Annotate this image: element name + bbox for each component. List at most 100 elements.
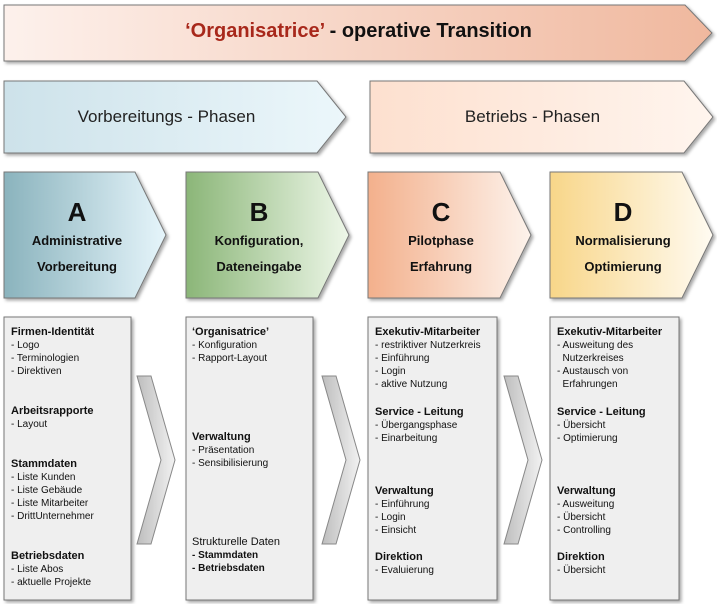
card-item: - DrittUnternehmer [11,511,94,522]
stage-letter: B [249,197,269,227]
card-b-section-3: Strukturelle Daten - Stammdaten - Betrie… [192,536,280,575]
title-highlight: ‘Organisatrice’ [185,20,325,42]
chevron-connector-1 [136,375,176,545]
card-a-section-2: Arbeitsrapporte - Layout [11,405,94,431]
stage-letter: A [67,197,87,227]
card-section-heading: Betriebsdaten [11,550,85,562]
card-section-heading: Service - Leitung [375,406,464,418]
card-item: - Konfiguration [192,340,258,351]
card-a-section-3: Stammdaten - Liste Kunden - Liste Gebäud… [11,458,94,523]
card-b-box [185,316,314,601]
card-item: - Austausch von [557,366,629,377]
card-d: Exekutiv-Mitarbeiter - Ausweitung des Nu… [557,326,662,391]
card-item: - Präsentation [192,445,255,456]
phase-label-preparation: Vorbereitungs - Phasen [77,107,256,126]
card-section-heading: Exekutiv-Mitarbeiter [375,326,481,338]
card-c-section-4: Direktion - Evaluierung [375,551,434,577]
card-item: - Layout [11,419,48,430]
stage-line-1: Pilotphase [408,233,474,248]
card-item: - aktive Nutzung [375,379,448,390]
card-item: - Betriebsdaten [192,563,265,574]
card-item: - Logo [11,340,40,351]
stage-line-2: Dateneingabe [216,259,302,274]
chevron-connector-3 [503,375,543,545]
card-item: - Liste Mitarbeiter [11,498,89,509]
banner-arrow [3,4,713,62]
card-item: - Einführung [375,499,430,510]
card-item: - Liste Gebäude [11,485,83,496]
card-c-box [367,316,498,601]
card-b: ‘Organisatrice’ - Konfiguration - Rappor… [192,326,269,365]
phase-arrow-preparation [3,80,347,154]
stage-line-1: Konfiguration, [214,233,304,248]
card-item: - Übersicht [557,420,606,431]
stage-letter: D [613,197,633,227]
card-item: - Stammdaten [192,550,259,561]
card-item: - Optimierung [557,433,618,444]
card-item: - Evaluierung [375,565,434,576]
stage-arrow-d [549,171,714,299]
card-item: Erfahrungen [557,379,618,390]
card-a-section-4: Betriebsdaten - Liste Abos - aktuelle Pr… [11,550,91,589]
card-item: Nutzerkreises [557,353,624,364]
card-c-section-3: Verwaltung - Einführung - Login - Einsic… [375,485,434,537]
card-item: - Controlling [557,525,611,536]
card-c: Exekutiv-Mitarbeiter - restriktiver Nutz… [375,326,481,391]
stage-line-2: Vorbereitung [37,259,117,274]
card-item: - Sensibilisierung [192,458,269,469]
card-d-section-3: Verwaltung - Ausweitung - Übersicht - Co… [557,485,616,537]
card-item: - Einführung [375,353,430,364]
card-d-box [549,316,680,601]
card-item: - Login [375,512,406,523]
card-section-heading: Arbeitsrapporte [11,405,94,417]
card-section-heading: Exekutiv-Mitarbeiter [557,326,663,338]
card-item: - Ausweitung des [557,340,634,351]
chevron-connector-2 [321,375,361,545]
card-b-section-2: Verwaltung - Präsentation - Sensibilisie… [192,431,268,470]
card-section-heading: Verwaltung [557,485,616,497]
card-item: - Übersicht [557,512,606,523]
card-d-section-4: Direktion - Übersicht [557,551,605,577]
card-a-box [3,316,132,601]
stage-c: C Pilotphase Erfahrung [368,197,514,280]
card-section-heading: ‘Organisatrice’ [192,326,270,338]
card-c-section-2: Service - Leitung - Übergangsphase - Ein… [375,406,464,445]
card-d-section-2: Service - Leitung - Übersicht - Optimier… [557,406,646,445]
title-rest: - operative Transition [324,20,532,42]
card-section-heading: Verwaltung [192,431,251,443]
card-item: - aktuelle Projekte [11,577,92,588]
phase-arrow-operation [369,80,714,154]
stage-arrow-c [367,171,532,299]
stage-arrow-a [3,171,167,299]
card-section-heading: Firmen-Identität [11,326,95,338]
phase-label-operation: Betriebs - Phasen [464,107,601,126]
card-item: - Login [375,366,406,377]
stage-line-2: Erfahrung [409,259,473,274]
card-item: - Ausweitung [557,499,615,510]
stage-line-1: Normalisierung [575,233,671,248]
stage-letter: C [431,197,451,227]
card-section-heading: Strukturelle Daten [192,536,281,548]
card-section-heading: Stammdaten [11,458,78,470]
stage-arrow-b [185,171,350,299]
card-item: - Einsicht [375,525,417,536]
card-item: - Übergangsphase [375,420,458,431]
card-section-heading: Service - Leitung [557,406,646,418]
card-item: - Einarbeitung [375,433,438,444]
card-a: Firmen-Identität - Logo - Terminologien … [11,326,94,378]
page-title: ‘Organisatrice’ - operative Transition [0,20,717,43]
card-item: - Rapport-Layout [192,353,268,364]
card-item: - Liste Kunden [11,472,76,483]
stage-line-1: Administrative [31,233,123,248]
stage-line-2: Optimierung [584,259,662,274]
card-item: - Direktiven [11,366,62,377]
card-item: - Terminologien [11,353,80,364]
card-item: - Übersicht [557,565,606,576]
card-section-heading: Direktion [557,551,605,563]
card-section-heading: Direktion [375,551,423,563]
card-item: - Liste Abos [11,564,64,575]
card-item: - restriktiver Nutzerkreis [375,340,481,351]
card-section-heading: Verwaltung [375,485,434,497]
stage-a: A Administrative Vorbereitung [4,197,150,280]
